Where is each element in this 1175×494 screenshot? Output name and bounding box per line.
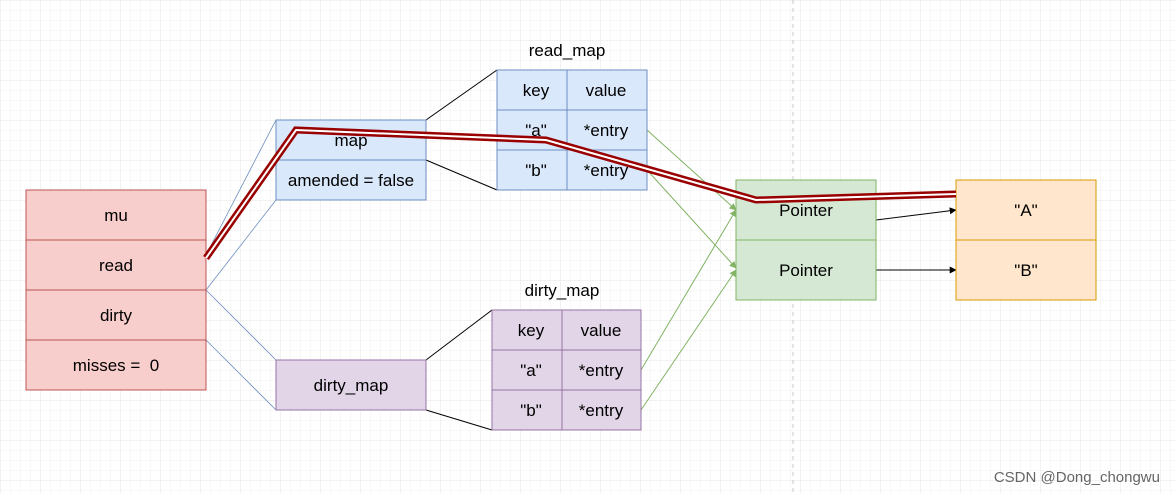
value-label-B: "B" (1014, 261, 1037, 280)
arrow-dirty-b-to-pointer2 (640, 269, 737, 411)
struct-field-read: read (99, 256, 133, 275)
read-map-box[interactable] (496, 69, 648, 191)
dirty-map-title: dirty_map (525, 281, 600, 300)
value-label-A: "A" (1014, 201, 1037, 220)
value-group: "A" "B" (955, 179, 1097, 301)
read-map-key-b: "b" (525, 161, 547, 180)
arrow-pointer1-to-A (875, 207, 957, 221)
read-map-key-a: "a" (525, 121, 547, 140)
dirty-map-key-b: "b" (520, 401, 542, 420)
dirty-map-key-a: "a" (520, 361, 542, 380)
connector-readmap-bottom (425, 159, 498, 191)
dirty-map-value-b: *entry (579, 401, 624, 420)
watermark-text: CSDN @Dong_chongwu (994, 469, 1160, 486)
dirty-map-header-key: key (518, 321, 545, 340)
arrow-read-a-to-pointer1 (646, 129, 737, 211)
connector-read-top (205, 119, 277, 256)
read-map-value-b: *entry (584, 161, 629, 180)
arrow-read-b-to-pointer2 (646, 169, 737, 269)
pointer-label-1: Pointer (779, 201, 833, 220)
lookup-path-inner (205, 128, 957, 259)
sync-map-struct: mu read dirty misses = 0 (25, 189, 207, 391)
dirty-struct: dirty_map (275, 359, 427, 411)
connector-dirty-bottom (205, 339, 277, 411)
dirty-struct-label: dirty_map (314, 376, 389, 395)
dirty-map-header-value: value (581, 321, 622, 340)
read-map-header-value: value (586, 81, 627, 100)
dirty-map-box[interactable] (491, 309, 642, 431)
struct-field-mu: mu (104, 206, 128, 225)
dirty-map-table: dirty_map key value "a" *entry "b" *entr… (491, 281, 642, 431)
struct-field-dirty: dirty (100, 306, 133, 325)
pointer-label-2: Pointer (779, 261, 833, 280)
connector-dirtymap-top (425, 309, 493, 361)
connector-dirty-top (205, 289, 277, 361)
read-struct-amended-label: amended = false (288, 171, 414, 190)
connector-dirtymap-bottom (425, 409, 493, 431)
lookup-path (203, 126, 957, 261)
dirty-struct-box[interactable] (275, 359, 427, 411)
connector-readmap-top (425, 69, 498, 121)
dirty-map-value-a: *entry (579, 361, 624, 380)
read-map-value-a: *entry (584, 121, 629, 140)
connector-read-bottom (205, 199, 277, 291)
struct-field-misses: misses = 0 (73, 356, 159, 375)
arrow-dirty-a-to-pointer1 (640, 209, 737, 371)
read-map-title: read_map (529, 41, 606, 60)
read-map-header-key: key (523, 81, 550, 100)
read-map-table: read_map key value "a" *entry "b" *entry (496, 41, 648, 191)
